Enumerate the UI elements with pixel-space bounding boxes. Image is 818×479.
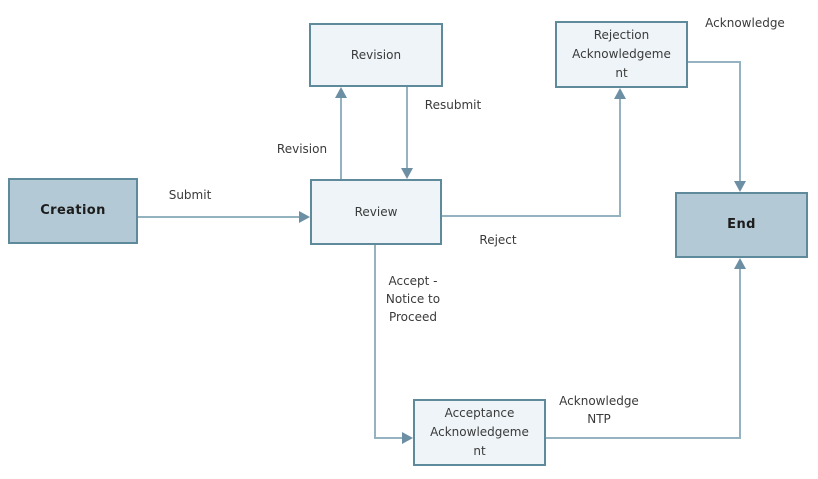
arrowhead-reject — [614, 88, 626, 99]
connector-acknowledge-vertical — [739, 61, 741, 182]
node-review: Review — [310, 179, 442, 245]
node-end: End — [675, 192, 808, 258]
node-end-label: End — [727, 216, 756, 232]
arrowhead-revision — [335, 87, 347, 98]
edge-label-reject: Reject — [479, 233, 517, 247]
connector-reject-vertical — [619, 98, 621, 217]
connector-reject-horizontal — [442, 215, 621, 217]
node-acceptance-acknowledgement: Acceptance Acknowledgeme nt — [413, 399, 546, 466]
edge-label-acknowledge: Acknowledge — [705, 16, 785, 30]
node-creation-label: Creation — [40, 202, 106, 218]
edge-label-submit: Submit — [168, 188, 212, 202]
arrowhead-acknowledge-ntp — [734, 258, 746, 269]
arrowhead-acknowledge — [734, 181, 746, 192]
node-rejection-acknowledgement-label: Rejection Acknowledgeme nt — [572, 28, 671, 80]
arrowhead-accept — [402, 432, 413, 444]
arrowhead-resubmit — [401, 168, 413, 179]
connector-acknowledge-ntp-vertical — [739, 268, 741, 439]
node-revision-label: Revision — [350, 47, 402, 62]
connector-accept-horizontal — [374, 437, 402, 439]
connector-resubmit — [406, 87, 408, 169]
connector-submit — [138, 216, 300, 218]
node-creation: Creation — [8, 178, 138, 244]
connector-revision — [340, 97, 342, 179]
node-review-label: Review — [354, 204, 398, 219]
edge-label-accept-notice-to-proceed: Accept - Notice to Proceed — [385, 274, 441, 324]
edge-label-revision: Revision — [276, 142, 328, 156]
connector-acknowledge-horizontal — [688, 61, 741, 63]
node-revision: Revision — [309, 23, 443, 87]
node-rejection-acknowledgement: Rejection Acknowledgeme nt — [555, 21, 688, 88]
edge-label-resubmit: Resubmit — [424, 98, 482, 112]
node-acceptance-acknowledgement-label: Acceptance Acknowledgeme nt — [430, 406, 529, 458]
arrowhead-submit — [299, 211, 310, 223]
connector-accept-vertical — [374, 245, 376, 438]
connector-acknowledge-ntp-horizontal — [546, 437, 741, 439]
edge-label-acknowledge-ntp: Acknowledge NTP — [559, 394, 639, 426]
